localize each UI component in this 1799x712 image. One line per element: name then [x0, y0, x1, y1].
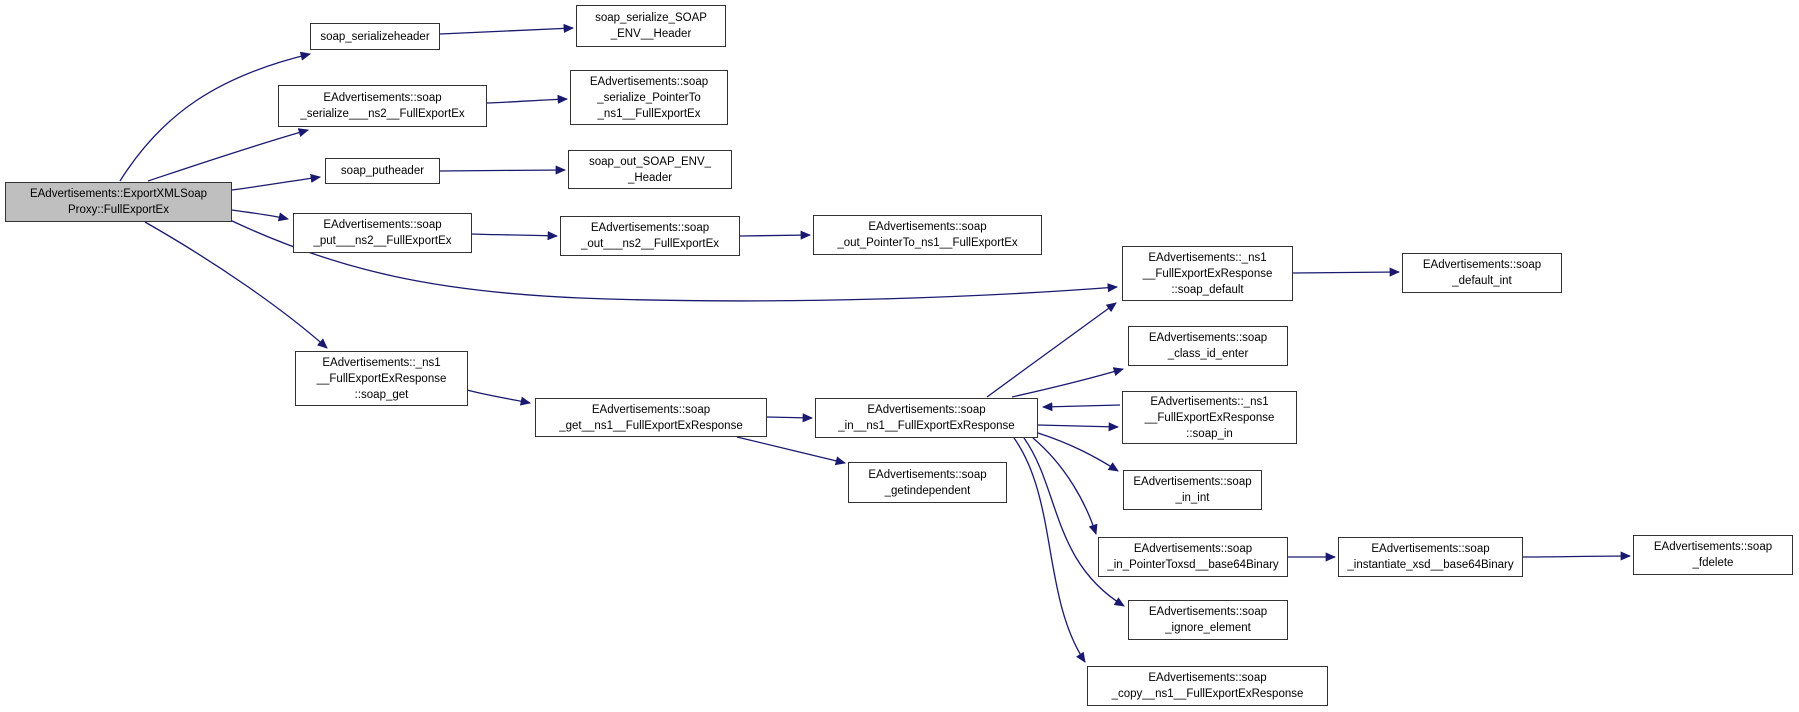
- node-label-line: EAdvertisements::soap: [591, 403, 711, 416]
- edge-soap_in_ns1_resp-soap_copy_ns1_resp: [1013, 437, 1086, 663]
- node-soap-serializeheader[interactable]: soap_serializeheader: [310, 23, 440, 50]
- node-label-line: EAdvertisements::soap: [589, 75, 709, 88]
- node-soap-serialize-soap-env-header[interactable]: soap_serialize_SOAP _ENV__Header: [576, 5, 726, 47]
- node-label-line: _serialize_PointerTo: [597, 91, 701, 104]
- node-soap-fdelete[interactable]: EAdvertisements::soap _fdelete: [1633, 535, 1793, 575]
- node-ns1-fullexportexresponse-soap-in[interactable]: EAdvertisements::_ns1 __FullExportExResp…: [1122, 391, 1297, 444]
- node-label-line: Proxy::FullExportEx: [68, 204, 169, 216]
- edge-soap_in_ns1_resp-soap_ignore_element: [1023, 437, 1125, 607]
- node-label-line: _instantiate_xsd__base64Binary: [1347, 559, 1514, 571]
- node-soap-in-ns1-fullexportexresponse[interactable]: EAdvertisements::soap _in__ns1__FullExpo…: [815, 398, 1038, 438]
- node-label-line: _default_int: [1452, 275, 1512, 287]
- node-soap-out-pointerto-ns1-fullexportex[interactable]: EAdvertisements::soap _out_PointerTo_ns1…: [813, 215, 1042, 255]
- node-label-line: EAdvertisements::_ns1: [1150, 395, 1269, 408]
- node-label-line: EAdvertisements::soap: [1148, 672, 1267, 684]
- node-label-line: __FullExportExResponse: [1142, 267, 1273, 280]
- node-soap-in-pointertoxsd-base64binary[interactable]: EAdvertisements::soap _in_PointerToxsd__…: [1098, 537, 1288, 577]
- node-label-line: EAdvertisements::soap: [1148, 332, 1268, 344]
- node-label-line: EAdvertisements::_ns1: [322, 356, 441, 369]
- edge-full_export_ex-ns1_resp_soap_get: [144, 221, 328, 349]
- edge-soap_in_ns1_resp-soap_in_ptr_xsd_base64: [1032, 437, 1098, 535]
- node-soap-put-ns2-fullexportex[interactable]: EAdvertisements::soap _put___ns2__FullEx…: [293, 213, 472, 253]
- node-label-line: _Header: [627, 171, 673, 184]
- node-label-line: _ignore_element: [1165, 622, 1251, 634]
- node-soap-serialize-pointerto-ns1-fullexportex[interactable]: EAdvertisements::soap _serialize_Pointer…: [570, 70, 728, 125]
- edge-ns1_resp_soap_in-soap_in_ns1_resp: [1041, 402, 1121, 412]
- edge-soap_in_ns1_resp-soap_class_id_enter: [1011, 367, 1124, 398]
- edge-soap_put_ns2-soap_out_ns2: [471, 231, 559, 241]
- node-label-line: soap_serializeheader: [320, 30, 430, 43]
- edge-soap_in_ns1_resp-ns1_resp_soap_in: [1037, 422, 1120, 432]
- node-label-line: EAdvertisements::_ns1: [1148, 251, 1267, 264]
- node-label-line: soap_out_SOAP_ENV_: [588, 155, 712, 168]
- edge-full_export_ex-soap_serializeheader: [119, 51, 312, 182]
- node-soap-getindependent[interactable]: EAdvertisements::soap _getindependent: [848, 462, 1007, 503]
- node-label-line: _getindependent: [884, 484, 971, 497]
- node-label-line: _fdelete: [1692, 557, 1734, 569]
- node-label-line: __FullExportExResponse: [1144, 411, 1275, 424]
- edge-soap_serialize_ns2-soap_serialize_pointer_to_ns1: [486, 94, 569, 104]
- node-label-line: EAdvertisements::soap: [1133, 543, 1253, 555]
- node-label-line: EAdvertisements::soap: [867, 404, 986, 416]
- edge-ns1_resp_soap_default-soap_default_int: [1292, 267, 1401, 277]
- node-soap-class-id-enter[interactable]: EAdvertisements::soap _class_id_enter: [1128, 326, 1288, 366]
- node-label-line: _put___ns2__FullExportEx: [313, 235, 452, 247]
- node-label-line: EAdvertisements::soap: [323, 219, 442, 231]
- node-soap-in-int[interactable]: EAdvertisements::soap _in_int: [1123, 470, 1262, 510]
- node-label-line: EAdvertisements::soap: [1371, 543, 1490, 555]
- node-label-line: _copy__ns1__FullExportExResponse: [1111, 688, 1304, 700]
- node-label-line: _out_PointerTo_ns1__FullExportEx: [837, 237, 1018, 249]
- node-label-line: EAdvertisements::soap: [323, 92, 442, 104]
- edge-full_export_ex-soap_put_ns2: [231, 209, 290, 222]
- node-ns1-fullexportexresponse-soap-get[interactable]: EAdvertisements::_ns1 __FullExportExResp…: [295, 351, 468, 406]
- edge-soap_in_ns1_resp-ns1_resp_soap_default: [986, 302, 1117, 398]
- node-soap-putheader[interactable]: soap_putheader: [325, 158, 440, 184]
- edge-soap_putheader-soap_out_soap_env_header: [439, 165, 567, 175]
- node-label-line: soap_putheader: [340, 165, 425, 177]
- edge-ns1_resp_soap_get-soap_get_ns1_resp: [466, 389, 532, 406]
- edge-soap_get_ns1_resp-soap_getindependent: [736, 436, 847, 466]
- node-label-line: EAdvertisements::soap: [590, 222, 710, 234]
- node-label-line: EAdvertisements::ExportXMLSoap: [29, 188, 208, 200]
- node-label-line: ::soap_in: [1186, 427, 1233, 440]
- node-label-line: _get__ns1__FullExportExResponse: [559, 419, 743, 432]
- node-label-line: _in_PointerToxsd__base64Binary: [1107, 559, 1279, 571]
- node-soap-get-ns1-fullexportexresponse[interactable]: EAdvertisements::soap _get__ns1__FullExp…: [535, 398, 767, 437]
- node-label-line: EAdvertisements::soap: [1148, 606, 1268, 618]
- node-label-line: _class_id_enter: [1167, 348, 1249, 360]
- node-label-line: _out___ns2__FullExportEx: [580, 238, 720, 250]
- edge-soap_get_ns1_resp-soap_in_ns1_resp: [766, 413, 814, 423]
- edge-full_export_ex-ns1_resp_soap_default: [229, 219, 1119, 302]
- node-label-line: _in__ns1__FullExportExResponse: [838, 420, 1015, 432]
- node-label-line: _ENV__Header: [610, 28, 692, 40]
- node-label-line: EAdvertisements::soap: [1133, 476, 1252, 488]
- node-soap-out-soap-env-header[interactable]: soap_out_SOAP_ENV_ _Header: [568, 150, 732, 189]
- node-soap-copy-ns1-fullexportexresponse[interactable]: EAdvertisements::soap _copy__ns1__FullEx…: [1087, 666, 1328, 706]
- node-label-line: EAdvertisements::soap: [1422, 259, 1542, 271]
- node-label-line: _serialize___ns2__FullExportEx: [300, 108, 465, 120]
- edge-soap_out_ns2-soap_out_pointer_to_ns1: [739, 230, 812, 240]
- node-label-line: ::soap_get: [354, 388, 409, 401]
- node-label-line: soap_serialize_SOAP: [595, 12, 707, 24]
- node-soap-ignore-element[interactable]: EAdvertisements::soap _ignore_element: [1128, 600, 1288, 640]
- node-label-line: EAdvertisements::soap: [868, 221, 987, 233]
- node-soap-out-ns2-fullexportex[interactable]: EAdvertisements::soap _out___ns2__FullEx…: [560, 216, 740, 256]
- node-soap-serialize-ns2-fullexportex[interactable]: EAdvertisements::soap _serialize___ns2__…: [278, 85, 487, 127]
- node-label-line: _ns1__FullExportEx: [597, 107, 701, 120]
- node-ns1-fullexportexresponse-soap-default[interactable]: EAdvertisements::_ns1 __FullExportExResp…: [1122, 246, 1293, 301]
- node-soap-instantiate-xsd-base64binary[interactable]: EAdvertisements::soap _instantiate_xsd__…: [1338, 537, 1523, 577]
- node-label-line: EAdvertisements::soap: [1653, 541, 1773, 553]
- edge-full_export_ex-soap_putheader: [231, 173, 322, 191]
- node-soap-default-int[interactable]: EAdvertisements::soap _default_int: [1402, 253, 1562, 293]
- edge-soap_instantiate_xsd_base64-soap_fdelete: [1522, 551, 1632, 561]
- node-label-line: EAdvertisements::soap: [868, 468, 987, 481]
- node-label-line: _in_int: [1175, 492, 1210, 504]
- edge-soap_serializeheader-soap_serialize_soap_env_header: [439, 23, 575, 35]
- edge-full_export_ex-soap_serialize_ns2: [147, 128, 309, 182]
- node-full-export-ex: EAdvertisements::ExportXMLSoap Proxy::Fu…: [5, 182, 232, 222]
- node-label-line: ::soap_default: [1171, 283, 1244, 296]
- node-label-line: __FullExportExResponse: [316, 372, 447, 385]
- edge-soap_in_ns1_resp-soap_in_int: [1037, 432, 1119, 472]
